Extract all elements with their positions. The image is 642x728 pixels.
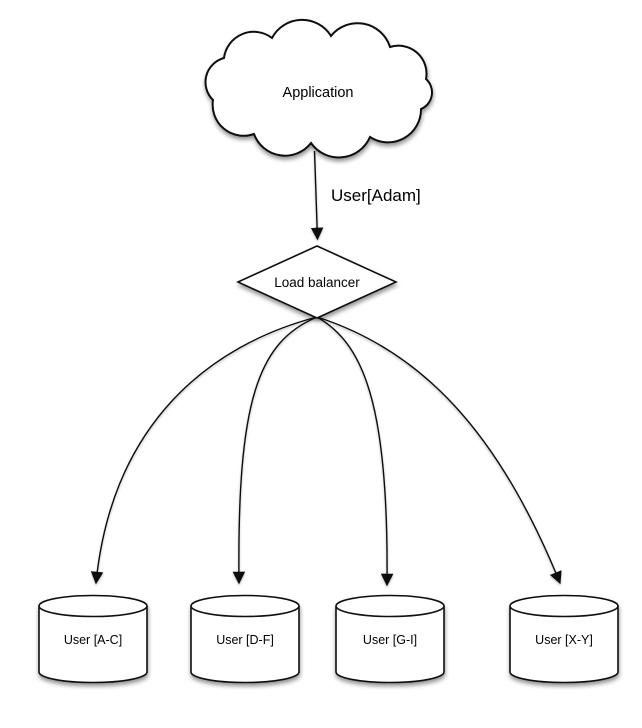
cloud-shape bbox=[204, 18, 433, 159]
cylinder-rim bbox=[190, 605, 300, 618]
edge-label-user-adam: User[Adam] bbox=[331, 186, 421, 205]
diamond-shape bbox=[236, 245, 398, 319]
cylinder-rim bbox=[509, 605, 619, 618]
node-shard-x-y: User [X-Y] bbox=[509, 594, 619, 684]
node-shard-g-i: User [G-I] bbox=[335, 594, 445, 684]
shard-label: User [X-Y] bbox=[535, 633, 593, 647]
shard-label: User [G-I] bbox=[363, 633, 417, 647]
cylinder-shape bbox=[335, 594, 445, 684]
application-label: Application bbox=[283, 85, 354, 101]
shard-label: User [A-C] bbox=[64, 633, 122, 647]
cylinder-shape bbox=[190, 594, 300, 684]
cylinder-rim bbox=[38, 605, 148, 618]
edge-application-to-load-balancer bbox=[310, 150, 324, 241]
edge-load-balancer-to-shard-a-c bbox=[90, 316, 318, 585]
node-load-balancer: Load balancer bbox=[236, 245, 398, 319]
node-shard-d-f: User [D-F] bbox=[190, 594, 300, 684]
edge-layer bbox=[90, 150, 562, 587]
load-balancer-label: Load balancer bbox=[274, 275, 360, 290]
shard-label: User [D-F] bbox=[216, 633, 274, 647]
node-shard-a-c: User [A-C] bbox=[38, 594, 148, 684]
cylinder-rim bbox=[335, 605, 445, 618]
edge-load-balancer-to-shard-x-y bbox=[316, 316, 562, 585]
cylinder-shape bbox=[38, 594, 148, 684]
edge-load-balancer-to-shard-d-f bbox=[232, 316, 318, 585]
edge-load-balancer-to-shard-g-i bbox=[316, 316, 394, 587]
node-application: Application bbox=[204, 18, 433, 159]
cylinder-shape bbox=[509, 594, 619, 684]
